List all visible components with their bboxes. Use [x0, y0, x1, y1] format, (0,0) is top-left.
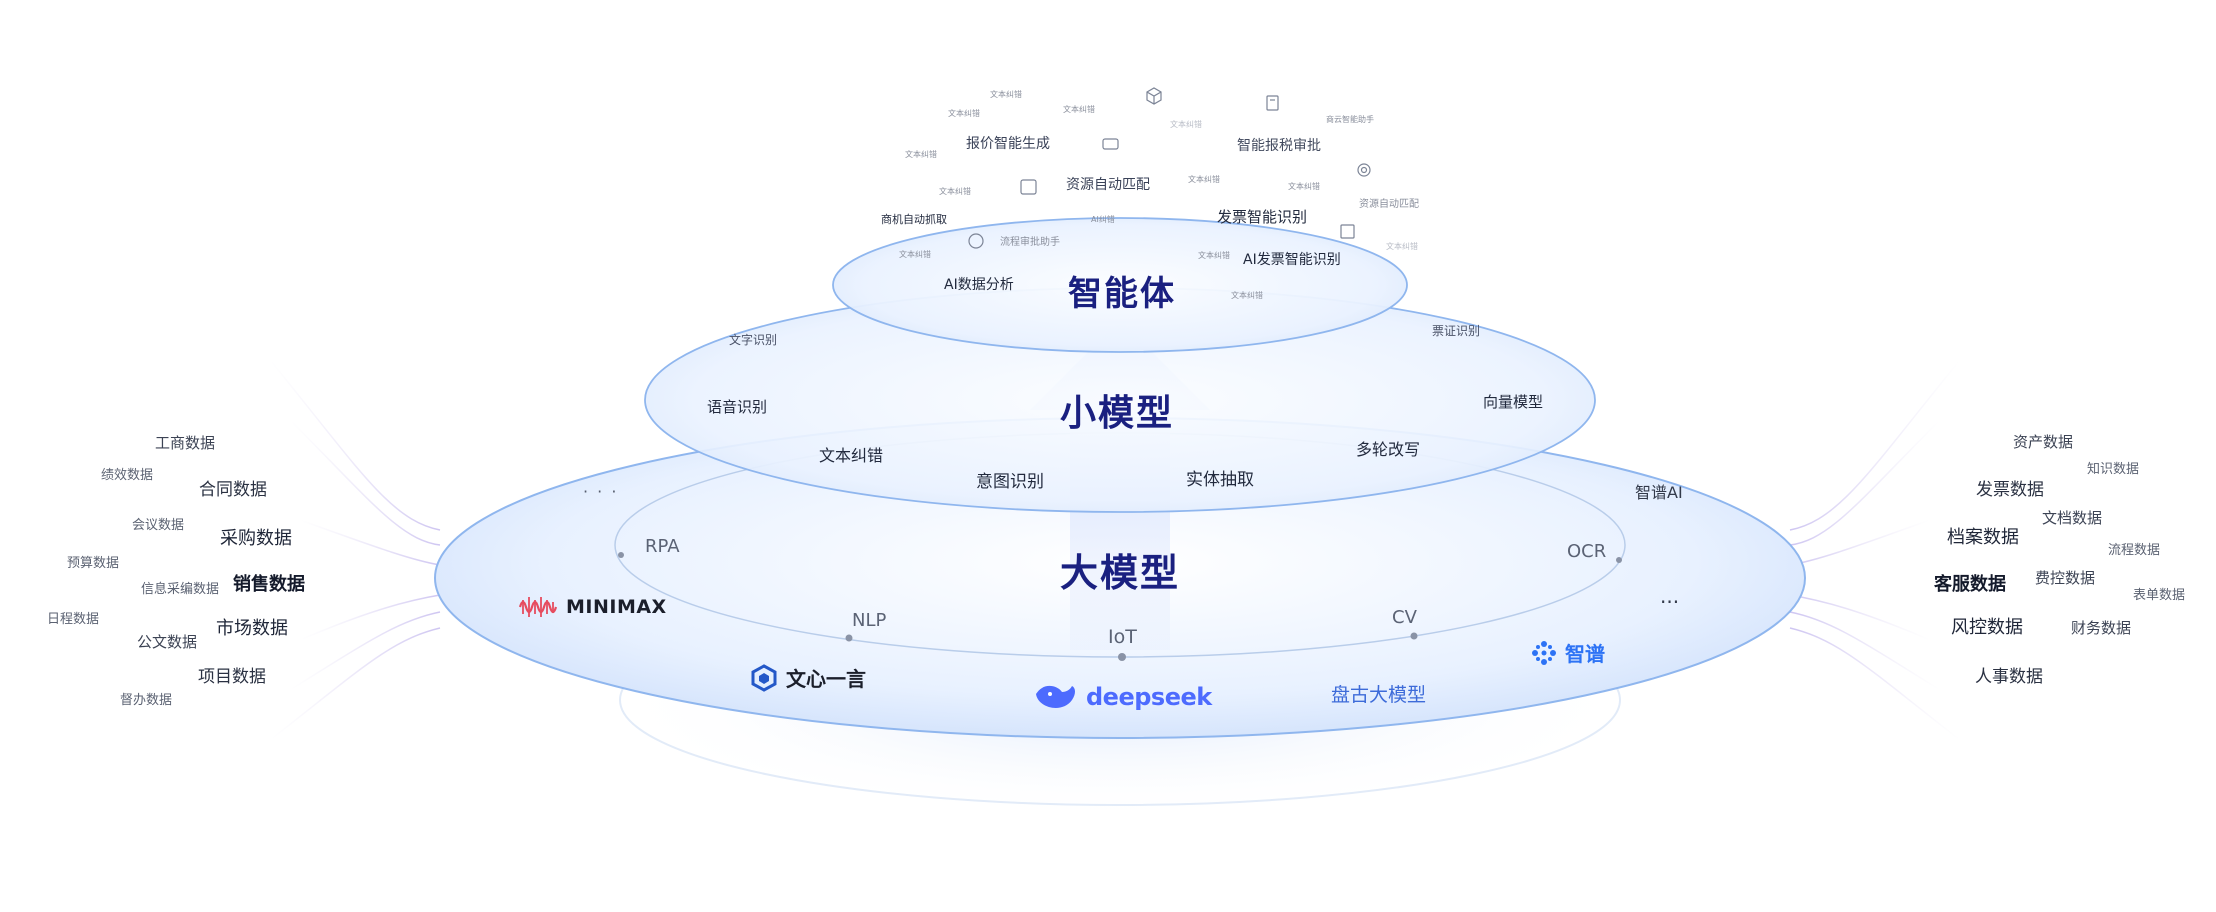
ellipsis-right: ···	[1660, 590, 1680, 614]
agent-tiny-label: 文本纠错	[939, 187, 971, 196]
agent-layer-title: 智能体	[1068, 274, 1176, 314]
left-data-item: 公文数据	[137, 633, 198, 651]
agent-item: 智能报税审批	[1237, 138, 1321, 154]
small-model-layer-title: 小模型	[1060, 393, 1175, 434]
left-data-item: 信息采编数据	[141, 582, 220, 597]
agent-tiny-label: 文本纠错	[1386, 242, 1418, 251]
agent-item: 报价智能生成	[966, 136, 1050, 152]
left-data-item: 销售数据	[233, 574, 305, 595]
right-data-item: 发票数据	[1976, 480, 2044, 500]
agent-tiny-label: 文本纠错	[1288, 182, 1320, 191]
deepseek-logo-text: deepseek	[1086, 683, 1212, 711]
agent-item: AI发票智能识别	[1243, 252, 1341, 268]
agent-item: 流程审批助手	[1000, 237, 1060, 248]
wenxin-logo: 文心一言	[750, 663, 866, 692]
small-model-item: 多轮改写	[1356, 440, 1421, 459]
agent-tiny-label: 文本纠错	[1231, 291, 1263, 300]
left-data-item: 工商数据	[155, 434, 216, 452]
left-data-item: 采购数据	[220, 528, 292, 549]
right-data-item: 风控数据	[1951, 617, 2023, 638]
right-data-item: 档案数据	[1947, 527, 2019, 548]
left-data-item: 合同数据	[199, 480, 267, 500]
ellipsis-left: · · ·	[583, 482, 619, 501]
agent-item: 商机自动抓取	[881, 213, 947, 226]
agent-item: 资源自动匹配	[1066, 177, 1150, 193]
left-data-item: 项目数据	[198, 667, 266, 687]
left-data-item: 督办数据	[120, 693, 173, 708]
left-data-item: 预算数据	[67, 556, 120, 571]
small-model-item: 票证识别	[1432, 324, 1481, 338]
agent-tiny-label: 商云智能助手	[1326, 115, 1374, 124]
wenxin-hex-icon	[751, 663, 777, 692]
deepseek-logo: deepseek	[1032, 680, 1212, 714]
left-data-item: 市场数据	[216, 618, 288, 639]
left-data-item: 日程数据	[47, 612, 100, 627]
right-data-item: 文档数据	[2042, 509, 2103, 527]
wenxin-logo-text: 文心一言	[786, 667, 866, 691]
minimax-logo-text: MINIMAX	[566, 596, 667, 618]
left-data-item: 绩效数据	[101, 468, 154, 483]
small-model-item: 文字识别	[729, 333, 778, 347]
right-data-item: 流程数据	[2108, 543, 2161, 558]
minimax-logo: MINIMAX	[518, 592, 667, 622]
agent-tiny-label: 文本纠错	[899, 250, 931, 259]
right-data-item: 表单数据	[2133, 588, 2186, 603]
right-data-item: 客服数据	[1934, 574, 2006, 595]
agent-tiny-label: 文本纠错	[948, 109, 980, 118]
agent-item: AI数据分析	[944, 277, 1014, 293]
left-data-item: 会议数据	[132, 518, 185, 533]
agent-tiny-label: 文本纠错	[1188, 175, 1220, 184]
agent-tiny-label: 文本纠错	[905, 150, 937, 159]
agent-tiny-label: AI纠错	[1091, 215, 1115, 224]
small-model-item: 文本纠错	[819, 446, 884, 465]
minimax-wave-icon	[518, 597, 558, 617]
right-data-item: 费控数据	[2035, 569, 2096, 587]
zhipu-dots-icon	[1532, 640, 1556, 665]
right-data-item: 知识数据	[2087, 462, 2140, 477]
right-data-item: 财务数据	[2071, 619, 2132, 637]
tech-label-nlp: NLP	[852, 610, 887, 631]
deepseek-whale-icon	[1036, 685, 1075, 708]
small-model-item: 向量模型	[1483, 393, 1544, 411]
agent-tiny-label: 文本纠错	[1198, 251, 1230, 260]
tech-label-cv: CV	[1392, 607, 1417, 628]
large-model-layer-title: 大模型	[1060, 551, 1181, 595]
small-model-item: 语音识别	[707, 398, 768, 416]
zhipu-logo: 智谱	[1531, 638, 1605, 667]
zhipu-logo-text: 智谱	[1565, 642, 1605, 666]
agent-tiny-label: 文本纠错	[990, 90, 1022, 99]
agent-item: 发票智能识别	[1217, 208, 1308, 226]
agent-tiny-label: 文本纠错	[1170, 120, 1202, 129]
pangu-logo-text: 盘古大模型	[1331, 684, 1427, 706]
tech-label-zhipuai: 智谱AI	[1635, 483, 1683, 502]
right-data-item: 人事数据	[1975, 667, 2043, 687]
agent-item: 资源自动匹配	[1359, 199, 1419, 210]
small-model-item: 实体抽取	[1186, 470, 1254, 490]
tech-label-rpa: RPA	[645, 536, 680, 557]
tech-label-ocr: OCR	[1567, 541, 1607, 562]
tech-label-iot: IoT	[1108, 626, 1137, 648]
right-data-item: 资产数据	[2013, 433, 2074, 451]
agent-tiny-label: 文本纠错	[1063, 105, 1095, 114]
small-model-item: 意图识别	[976, 472, 1044, 492]
